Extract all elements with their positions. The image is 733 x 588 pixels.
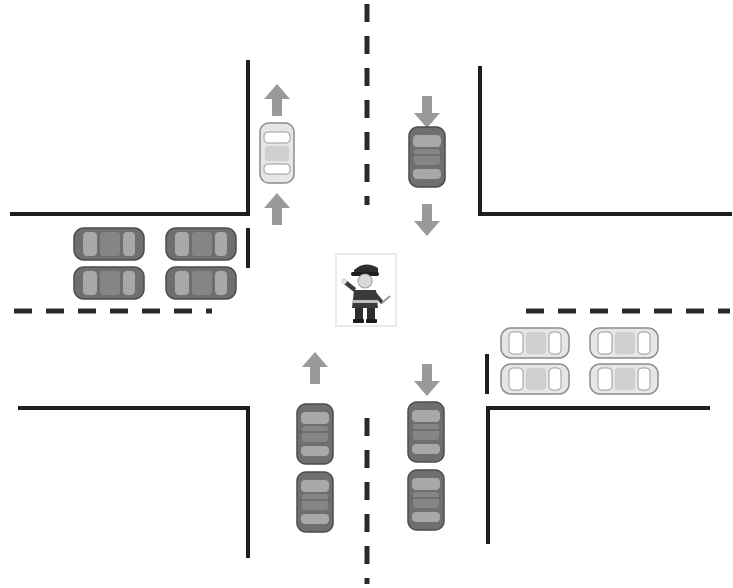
dark-car [165, 266, 237, 300]
light-car [500, 363, 570, 395]
stop-lines [246, 228, 489, 394]
dark-car [407, 401, 445, 463]
arrow-down-icon [414, 364, 440, 396]
lane-dividers [14, 4, 730, 584]
curb-top-right [478, 66, 732, 216]
light-car [589, 363, 659, 395]
curb-bottom-left [18, 406, 250, 558]
curb-bottom-right [486, 406, 710, 544]
dark-car [407, 469, 445, 531]
dark-car [296, 403, 334, 465]
dark-car [296, 471, 334, 533]
light-car [589, 327, 659, 359]
road-curbs [10, 60, 732, 558]
dark-car [73, 227, 145, 261]
arrow-down-icon [414, 96, 440, 128]
dark-car [73, 266, 145, 300]
vehicles [73, 122, 659, 533]
dark-car [408, 126, 446, 188]
light-car [259, 122, 295, 184]
dark-car [165, 227, 237, 261]
light-car [500, 327, 570, 359]
arrow-up-icon [264, 84, 290, 116]
curb-top-left [10, 60, 250, 216]
traffic-police-officer-icon [335, 253, 397, 327]
arrow-down-icon [414, 204, 440, 236]
arrow-up-icon [264, 193, 290, 225]
arrow-up-icon [302, 352, 328, 384]
